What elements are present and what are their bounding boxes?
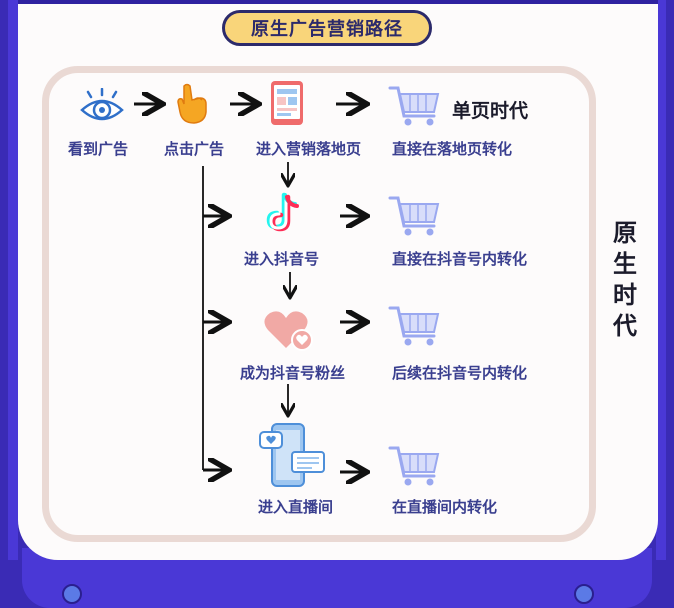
label-convert-fan: 后续在抖音号内转化 <box>392 364 528 382</box>
label-click-ad: 点击广告 <box>164 140 225 158</box>
shopping-cart-icon <box>388 444 442 488</box>
frame-rim-right <box>656 0 666 560</box>
label-see-ad: 看到广告 <box>68 140 129 158</box>
label-convert-landing-page: 直接在落地页转化 <box>392 140 513 158</box>
label-enter-douyin: 进入抖音号 <box>244 250 320 268</box>
label-convert-douyin: 直接在抖音号内转化 <box>392 250 528 268</box>
label-enter-landing-page: 进入营销落地页 <box>256 140 362 158</box>
label-become-fan: 成为抖音号粉丝 <box>240 364 346 382</box>
shopping-cart-icon <box>388 304 442 348</box>
label-enter-live: 进入直播间 <box>258 498 334 516</box>
era-native: 原生时代 <box>613 219 637 340</box>
page-title: 原生广告营销路径 <box>222 10 432 46</box>
frame-knob-right <box>574 584 594 604</box>
pointing-hand-icon <box>172 82 212 126</box>
main-frame <box>18 0 658 560</box>
douyin-logo-icon <box>264 192 304 234</box>
label-convert-live: 在直播间内转化 <box>392 498 498 516</box>
eye-icon <box>80 88 124 124</box>
era-single-page: 单页时代 <box>452 100 529 122</box>
frame-knob-left <box>62 584 82 604</box>
tablet-page-icon <box>270 80 304 126</box>
single-page-era-box <box>42 66 596 542</box>
shopping-cart-icon <box>388 194 442 238</box>
heart-icon <box>262 308 316 352</box>
phone-chat-icon <box>258 422 328 490</box>
shopping-cart-icon <box>388 84 442 128</box>
frame-rim-left <box>8 0 18 560</box>
